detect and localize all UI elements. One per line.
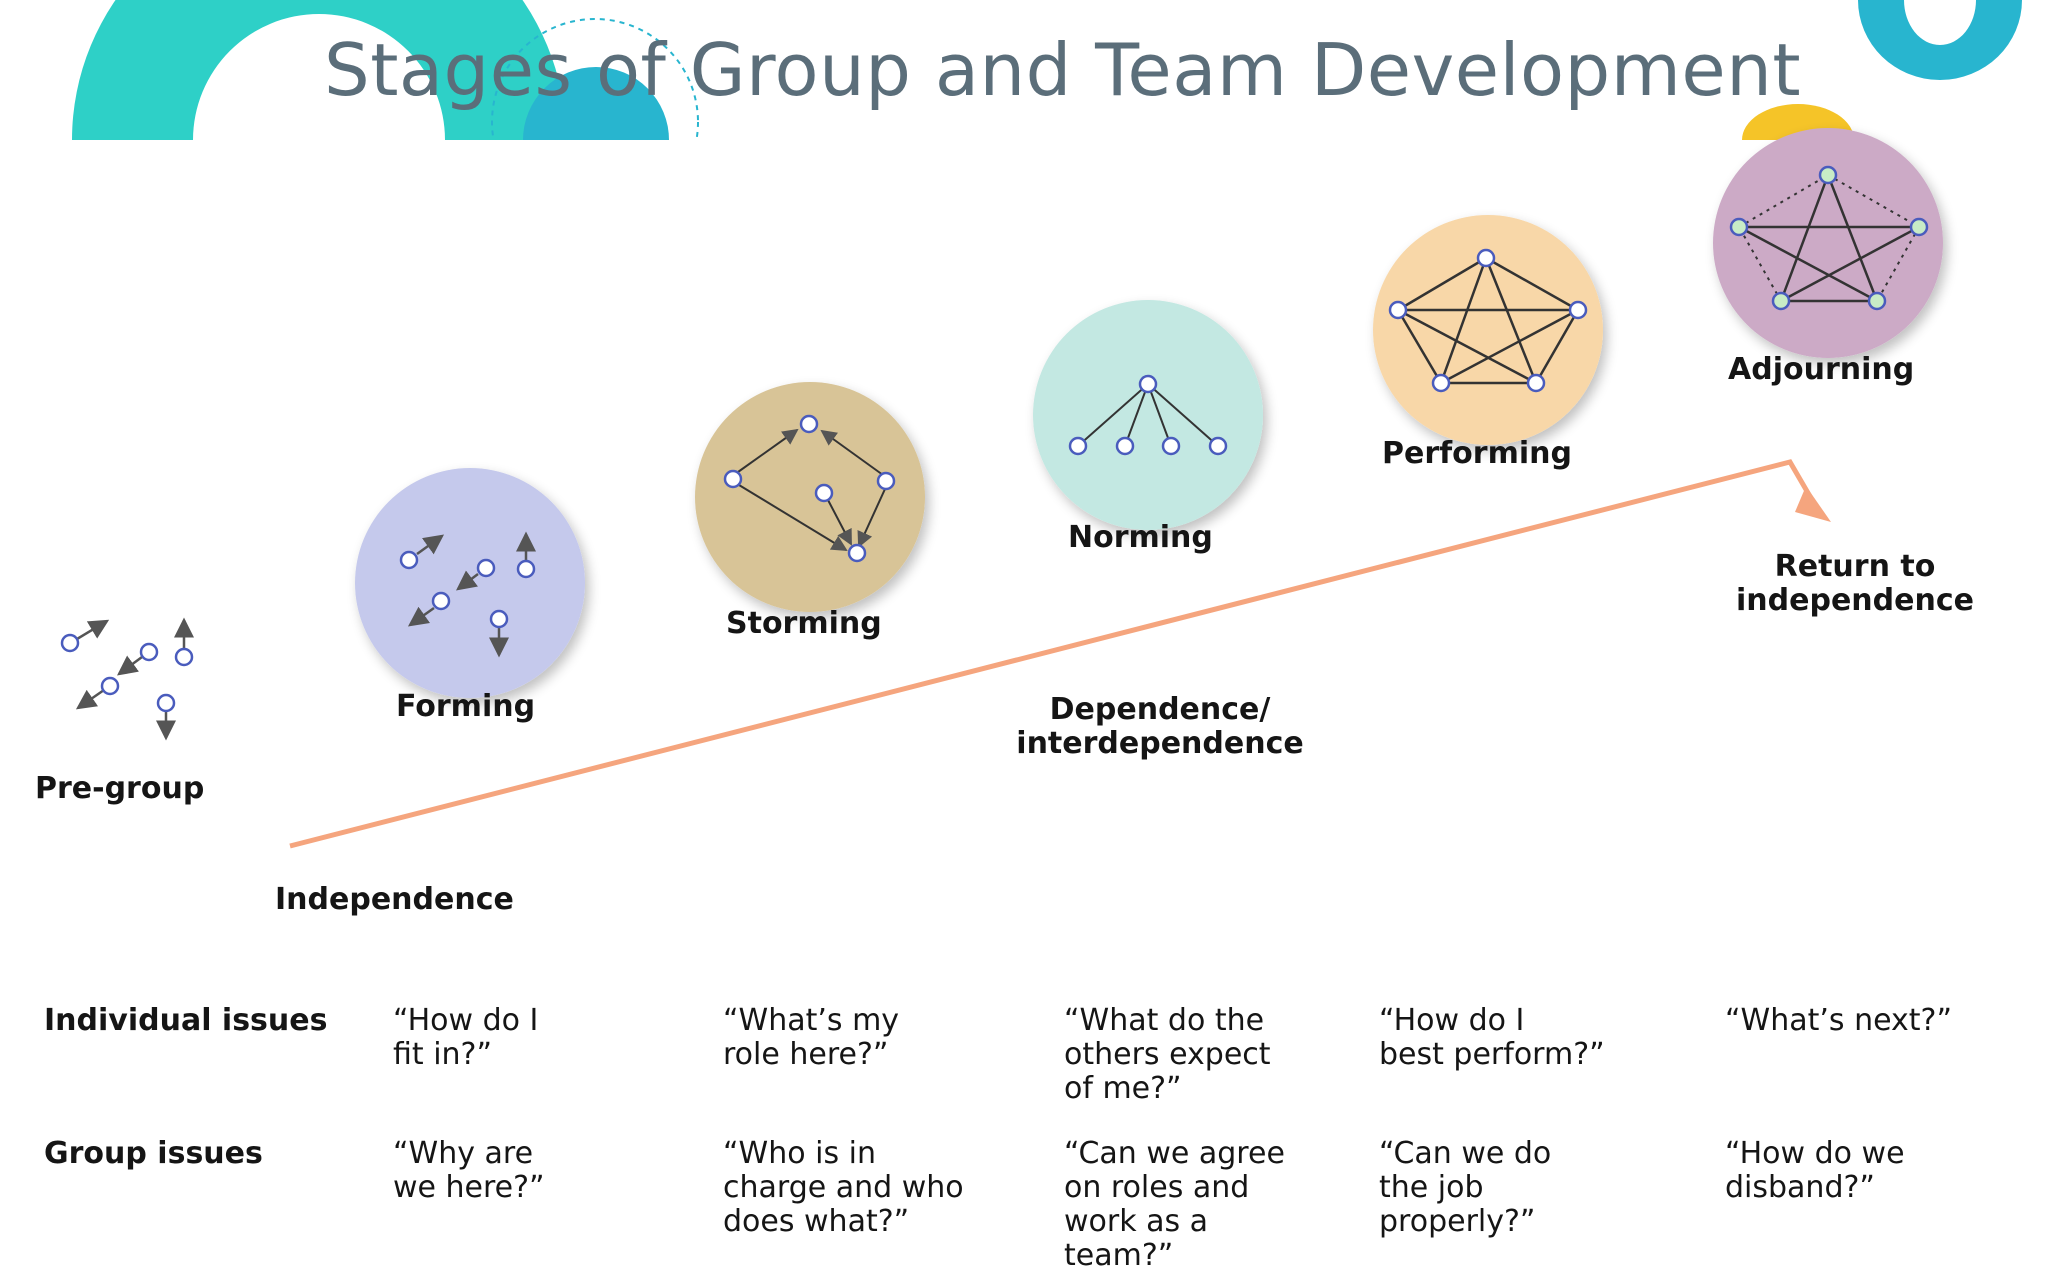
progression-arrow (289, 459, 1831, 849)
group-issue-adjourning: “How do we disband?” (1725, 1136, 1905, 1205)
individual-issue-adjourning: “What’s next?” (1725, 1003, 1952, 1038)
individual-issue-performing: “How do I best perform?” (1379, 1003, 1605, 1072)
forming-network-icon (399, 531, 536, 658)
individual-issue-storming: “What’s my role here?” (723, 1003, 900, 1072)
adjourning-network-icon (1729, 165, 1929, 311)
individual-issues-heading: Individual issues (44, 1003, 328, 1038)
stage-label-pregroup: Pre-group (35, 771, 205, 806)
header-decoration (72, 0, 699, 140)
individual-issue-norming: “What do the others expect of me?” (1064, 1003, 1271, 1106)
storming-network-icon (723, 414, 896, 563)
forming-circle (355, 468, 585, 698)
dashed-circle-shape (491, 18, 699, 140)
stage-label-norming: Norming (1068, 520, 1213, 555)
norming-network-icon (1068, 374, 1228, 456)
group-issue-norming: “Can we agree on roles and work as a tea… (1064, 1136, 1285, 1273)
group-issue-performing: “Can we do the job properly?” (1379, 1136, 1552, 1239)
stage-label-storming: Storming (726, 606, 882, 641)
blue-half-circle-shape (523, 67, 669, 140)
individual-issue-forming: “How do I fit in?” (393, 1003, 539, 1072)
performing-circle (1373, 215, 1603, 445)
axis-label-dependence: Dependence/ interdependence (1016, 692, 1304, 761)
blue-ring-shape (1858, 0, 2022, 80)
slide-title: Stages of Group and Team Development (324, 28, 1802, 112)
pregroup-network-icon (60, 617, 194, 741)
storming-circle (695, 382, 925, 612)
axis-label-independence: Independence (275, 882, 514, 917)
stage-label-adjourning: Adjourning (1728, 352, 1915, 387)
group-issue-forming: “Why are we here?” (393, 1136, 545, 1205)
group-issue-storming: “Who is in charge and who does what?” (723, 1136, 964, 1239)
performing-network-icon (1388, 248, 1588, 393)
axis-label-return-independence: Return to independence (1736, 549, 1974, 618)
stage-label-performing: Performing (1382, 436, 1572, 471)
stage-label-forming: Forming (396, 689, 536, 724)
norming-circle (1033, 300, 1263, 530)
group-issues-heading: Group issues (44, 1136, 263, 1171)
teal-arc-shape (72, 0, 566, 140)
